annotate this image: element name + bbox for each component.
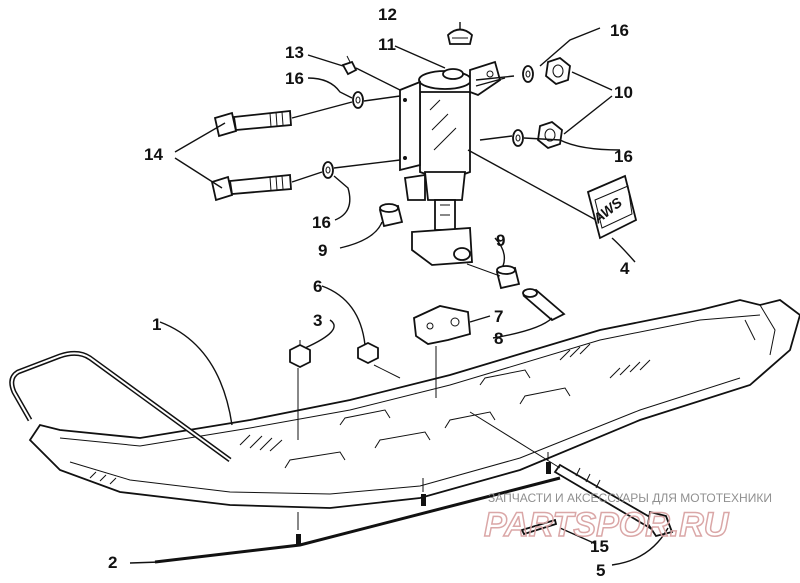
callouts: 12 11 13 16 14 16 16 10 16 4 9 9 6 3 7 8…: [108, 5, 633, 580]
callout-2: 2: [108, 553, 117, 572]
washer-6: [357, 341, 379, 365]
callout-7: 7: [494, 307, 503, 326]
callout-6: 6: [313, 277, 322, 296]
callout-16-b: 16: [312, 213, 331, 232]
washer-left-lower: [322, 161, 334, 179]
nut-upper: [545, 56, 571, 86]
grease-fitting: [341, 55, 358, 76]
aws-decal: AWS: [586, 174, 638, 240]
stud-line-6: [373, 364, 401, 379]
washer-right-lower: [512, 129, 524, 147]
callout-5: 5: [596, 561, 605, 580]
watermark: ЗАПЧАСТИ И АКСЕССУАРЫ ДЛЯ МОТОТЕХНИКИ PA…: [483, 491, 772, 545]
callout-10: 10: [614, 83, 633, 102]
callout-16-c: 16: [610, 21, 629, 40]
shock-cap: [447, 28, 473, 45]
wear-bar: [154, 452, 561, 564]
bushing-upper: [378, 203, 404, 228]
callout-16-a: 16: [285, 69, 304, 88]
leader-lines: [129, 22, 669, 566]
nut-lower: [537, 120, 563, 150]
callout-9-a: 9: [318, 241, 327, 260]
bolt-5-line: [469, 411, 561, 469]
callout-14: 14: [144, 145, 163, 164]
pin-15: [520, 518, 558, 536]
washer-right-upper: [522, 65, 534, 83]
callout-12: 12: [378, 5, 397, 24]
shock-absorber: [399, 60, 502, 266]
callout-4: 4: [620, 259, 630, 278]
stud-line-9: [466, 263, 501, 277]
bushing-lower: [495, 265, 521, 290]
callout-9-b: 9: [496, 231, 505, 250]
washer-left-upper: [352, 91, 364, 109]
sleeve: [522, 288, 566, 322]
ski-handle: [9, 350, 232, 463]
bolt-lower: [210, 174, 292, 202]
callout-3: 3: [313, 311, 322, 330]
mount-bracket: [413, 305, 471, 345]
callout-13: 13: [285, 43, 304, 62]
callout-8: 8: [494, 329, 503, 348]
watermark-caption: ЗАПЧАСТИ И АКСЕССУАРЫ ДЛЯ МОТОТЕХНИКИ: [488, 491, 772, 505]
callout-1: 1: [152, 315, 161, 334]
callout-15: 15: [590, 537, 609, 556]
bolt-5: [553, 463, 674, 538]
nut-3: [289, 340, 311, 369]
watermark-logo: PARTSPOR.RU: [484, 506, 730, 544]
callout-16-d: 16: [614, 147, 633, 166]
callout-11: 11: [378, 35, 396, 54]
bolt-upper: [213, 110, 292, 138]
